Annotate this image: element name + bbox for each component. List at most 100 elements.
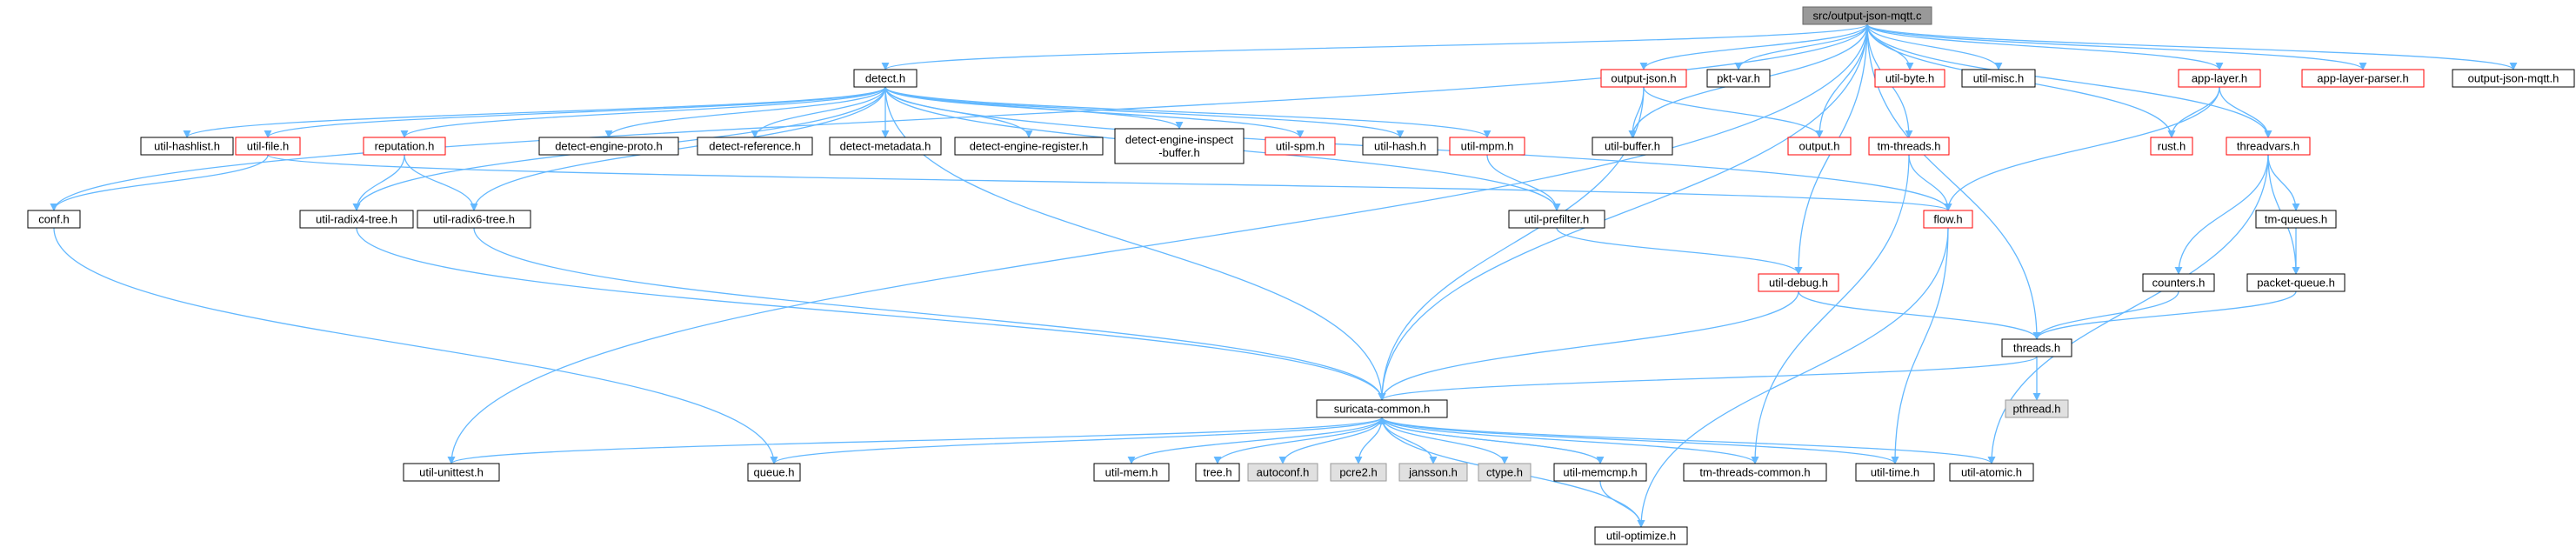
node-box	[1600, 69, 1687, 88]
node-app-layer[interactable]: app-layer.h	[2178, 69, 2261, 88]
edge-suricata-common-to-tree	[1213, 417, 1383, 464]
node-detect-engine-register[interactable]: detect-engine-register.h	[954, 137, 1104, 156]
edge-detect-to-detect-reference	[751, 86, 886, 138]
node-tree[interactable]: tree.h	[1195, 463, 1240, 482]
node-flow[interactable]: flow.h	[1923, 210, 1973, 229]
node-util-atomic[interactable]: util-atomic.h	[1949, 463, 2034, 482]
node-util-misc[interactable]: util-misc.h	[1961, 69, 2036, 88]
edge-root-to-output-json-mqtt	[1866, 23, 2518, 70]
node-util-time[interactable]: util-time.h	[1855, 463, 1935, 482]
node-util-debug[interactable]: util-debug.h	[1758, 273, 1839, 292]
node-label: queue.h	[754, 465, 795, 478]
node-label: ctype.h	[1486, 465, 1523, 478]
node-box	[1868, 137, 1950, 156]
node-detect-metadata[interactable]: detect-metadata.h	[829, 137, 942, 156]
node-box	[1330, 463, 1387, 482]
edge-tm-threads-to-tm-threads-common	[1751, 154, 1910, 464]
node-label: rust.h	[2158, 139, 2186, 152]
node-counters[interactable]: counters.h	[2142, 273, 2215, 292]
node-util-mpm[interactable]: util-mpm.h	[1449, 137, 1525, 156]
edge-root-to-app-layer-parser	[1866, 23, 2367, 70]
edge-conf-to-queue	[53, 227, 778, 464]
node-label: tm-threads.h	[1878, 139, 1941, 152]
edge-root-to-app-layer	[1866, 23, 2224, 70]
node-threads[interactable]: threads.h	[2001, 338, 2072, 357]
edge-suricata-common-to-util-time	[1381, 417, 1899, 464]
node-box	[2301, 69, 2425, 88]
node-box	[1961, 69, 2036, 88]
node-label: tree.h	[1203, 465, 1231, 478]
node-box	[1316, 399, 1448, 418]
node-detect-reference[interactable]: detect-reference.h	[697, 137, 813, 156]
edge-root-to-output-json	[1639, 23, 1868, 70]
node-label: util-mpm.h	[1461, 139, 1514, 152]
node-autoconf[interactable]: autoconf.h	[1247, 463, 1318, 482]
node-box	[1114, 128, 1245, 164]
node-label: util-optimize.h	[1606, 529, 1676, 542]
node-box	[1855, 463, 1935, 482]
node-box	[1874, 69, 1945, 88]
node-util-memcmp[interactable]: util-memcmp.h	[1553, 463, 1647, 482]
node-reputation[interactable]: reputation.h	[363, 137, 446, 156]
node-util-mem[interactable]: util-mem.h	[1093, 463, 1170, 482]
node-output-json-mqtt[interactable]: output-json-mqtt.h	[2452, 69, 2575, 88]
edge-suricata-common-to-ctype	[1381, 417, 1509, 464]
edge-detect-to-util-mpm	[884, 86, 1492, 138]
node-label: util-hash.h	[1374, 139, 1426, 152]
node-jansson[interactable]: jansson.h	[1398, 463, 1468, 482]
node-tm-threads-common[interactable]: tm-threads-common.h	[1683, 463, 1827, 482]
node-label: app-layer-parser.h	[2317, 71, 2409, 84]
node-conf[interactable]: conf.h	[27, 210, 81, 229]
node-util-radix6[interactable]: util-radix6-tree.h	[417, 210, 531, 229]
node-util-optimize[interactable]: util-optimize.h	[1594, 526, 1688, 545]
node-pkt-var[interactable]: pkt-var.h	[1706, 69, 1771, 88]
node-box	[1247, 463, 1318, 482]
node-box	[299, 210, 414, 229]
node-label: pthread.h	[2013, 402, 2061, 415]
node-util-unittest[interactable]: util-unittest.h	[403, 463, 500, 482]
node-label: util-unittest.h	[419, 465, 484, 478]
node-packet-queue[interactable]: packet-queue.h	[2246, 273, 2346, 292]
node-output-json[interactable]: output-json.h	[1600, 69, 1687, 88]
edge-util-radix4-to-suricata-common	[356, 227, 1386, 401]
node-util-byte[interactable]: util-byte.h	[1874, 69, 1945, 88]
node-app-layer-parser[interactable]: app-layer-parser.h	[2301, 69, 2425, 88]
edge-suricata-common-to-queue	[770, 417, 1383, 464]
node-label: output-json-mqtt.h	[2468, 71, 2559, 84]
node-suricata-common[interactable]: suricata-common.h	[1316, 399, 1448, 418]
node-util-file[interactable]: util-file.h	[235, 137, 301, 156]
node-util-spm[interactable]: util-spm.h	[1265, 137, 1336, 156]
edge-detect-to-util-spm	[884, 86, 1305, 138]
node-util-prefilter[interactable]: util-prefilter.h	[1508, 210, 1605, 229]
node-queue[interactable]: queue.h	[747, 463, 801, 482]
node-util-hashlist[interactable]: util-hashlist.h	[140, 137, 234, 156]
node-output[interactable]: output.h	[1787, 137, 1852, 156]
edge-detect-to-util-radix6	[470, 86, 886, 211]
edge-packet-queue-to-threads	[2032, 290, 2297, 340]
node-box	[2452, 69, 2575, 88]
node-util-hash[interactable]: util-hash.h	[1362, 137, 1438, 156]
node-box	[1802, 6, 1932, 25]
node-tm-queues[interactable]: tm-queues.h	[2255, 210, 2337, 229]
node-label: tm-queues.h	[2265, 212, 2327, 225]
node-pthread[interactable]: pthread.h	[2005, 399, 2069, 418]
node-util-radix4[interactable]: util-radix4-tree.h	[299, 210, 414, 229]
node-detect-engine-inspect-buffer[interactable]: detect-engine-inspect-buffer.h	[1114, 128, 1245, 164]
node-box	[697, 137, 813, 156]
node-label: util-radix6-tree.h	[433, 212, 515, 225]
node-label: output-json.h	[1611, 71, 1676, 84]
node-rust[interactable]: rust.h	[2150, 137, 2193, 156]
node-util-buffer[interactable]: util-buffer.h	[1592, 137, 1673, 156]
node-box	[1592, 137, 1673, 156]
edge-flow-to-util-optimize	[1637, 227, 1949, 528]
node-box	[1362, 137, 1438, 156]
node-threadvars[interactable]: threadvars.h	[2226, 137, 2311, 156]
node-pcre2[interactable]: pcre2.h	[1330, 463, 1387, 482]
node-ctype[interactable]: ctype.h	[1478, 463, 1532, 482]
node-root[interactable]: src/output-json-mqtt.c	[1802, 6, 1932, 25]
node-detect-engine-proto[interactable]: detect-engine-proto.h	[538, 137, 679, 156]
node-detect[interactable]: detect.h	[853, 69, 918, 88]
node-tm-threads[interactable]: tm-threads.h	[1868, 137, 1950, 156]
node-label: detect-metadata.h	[840, 139, 931, 152]
edge-suricata-common-to-util-atomic	[1381, 417, 1996, 464]
